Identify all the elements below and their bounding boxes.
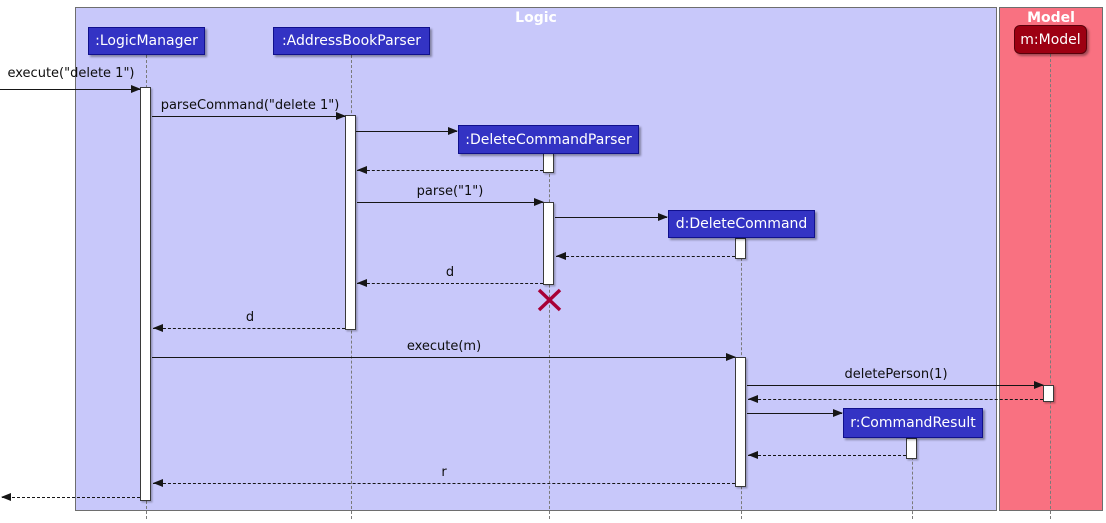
participant-logicmanager: :LogicManager — [88, 27, 205, 55]
participant-label: :LogicManager — [95, 33, 198, 49]
lifeline-commandresult — [912, 437, 913, 519]
activation-deletecommandparser-1 — [543, 153, 554, 173]
activation-deletecommand-1 — [735, 238, 746, 259]
return-arrow-d2 — [153, 328, 345, 329]
message-arrow-parse — [357, 202, 543, 203]
return-arrow-dc-dcp — [556, 256, 735, 257]
participant-addressbookparser: :AddressBookParser — [273, 27, 430, 55]
return-arrow-model-dc — [748, 399, 1043, 400]
arrowhead-icon — [153, 479, 163, 487]
model-frame: Model — [999, 7, 1103, 511]
arrowhead-icon — [658, 213, 668, 221]
message-label-r: r — [441, 465, 447, 480]
activation-logicmanager — [140, 87, 151, 501]
arrowhead-icon — [833, 409, 843, 417]
arrowhead-icon — [726, 353, 736, 361]
return-arrow-dcp-abp — [357, 170, 543, 171]
participant-label: m:Model — [1020, 31, 1081, 48]
participant-label: d:DeleteCommand — [675, 216, 808, 232]
participant-commandresult: r:CommandResult — [843, 408, 983, 438]
return-arrow-cr-dc — [748, 455, 906, 456]
activation-model — [1043, 385, 1054, 402]
activation-deletecommandparser-2 — [543, 202, 554, 285]
participant-label: :DeleteCommandParser — [465, 131, 632, 148]
arrowhead-icon — [1034, 381, 1044, 389]
arrowhead-icon — [131, 85, 141, 93]
arrowhead-icon — [357, 279, 367, 287]
participant-label: :AddressBookParser — [281, 33, 422, 49]
lifeline-model — [1050, 54, 1051, 519]
create-arrow-deletecommand — [555, 217, 667, 218]
message-label-parse: parse("1") — [416, 184, 484, 199]
arrowhead-icon — [357, 166, 367, 174]
return-arrow-final — [2, 497, 140, 498]
arrowhead-icon — [448, 127, 458, 135]
create-arrow-deletecommandparser — [356, 131, 457, 132]
arrowhead-icon — [336, 112, 346, 120]
message-label-execute-m: execute(m) — [406, 339, 482, 354]
return-arrow-r — [153, 483, 735, 484]
arrowhead-icon — [153, 324, 163, 332]
participant-deletecommand: d:DeleteCommand — [668, 210, 815, 238]
message-arrow-parsecommand — [152, 116, 345, 117]
message-arrow-deleteperson — [747, 385, 1043, 386]
message-arrow-execute-delete — [0, 89, 140, 90]
arrowhead-icon — [748, 451, 758, 459]
activation-addressbookparser — [345, 115, 356, 330]
arrowhead-icon — [1, 493, 11, 501]
create-arrow-commandresult — [747, 413, 842, 414]
activation-deletecommand-2 — [735, 357, 746, 487]
logic-frame-title: Logic — [515, 10, 557, 26]
message-label-deleteperson: deletePerson(1) — [844, 367, 948, 382]
return-arrow-d1 — [357, 283, 543, 284]
message-arrow-execute-m — [152, 357, 735, 358]
arrowhead-icon — [556, 252, 566, 260]
arrowhead-icon — [748, 395, 758, 403]
activation-commandresult — [906, 438, 917, 459]
message-label-parsecommand: parseCommand("delete 1") — [160, 98, 340, 113]
message-label-d2: d — [245, 310, 255, 325]
participant-model: m:Model — [1014, 25, 1087, 54]
participant-deletecommandparser: :DeleteCommandParser — [458, 125, 639, 154]
lifeline-deletecommandparser — [549, 154, 550, 519]
message-label-d1: d — [445, 265, 455, 280]
model-frame-title: Model — [1027, 10, 1075, 26]
arrowhead-icon — [534, 198, 544, 206]
message-label-execute-delete: execute("delete 1") — [7, 66, 135, 81]
participant-label: r:CommandResult — [850, 415, 976, 431]
destroy-x-icon — [537, 288, 562, 312]
